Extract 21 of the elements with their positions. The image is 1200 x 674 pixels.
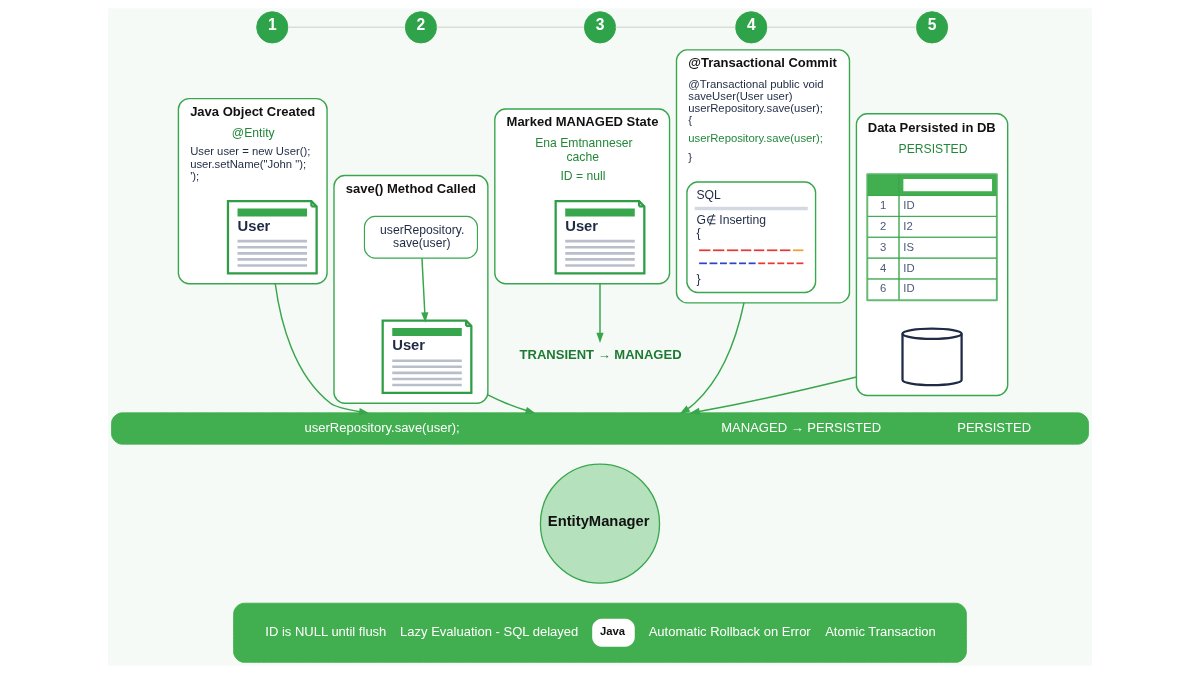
arrow — [421, 257, 429, 323]
node-circle: EntityManager — [539, 463, 661, 584]
arrow — [679, 302, 745, 414]
arrow — [596, 283, 604, 344]
node-box: userRepository. save(user) — [363, 215, 478, 259]
arrow — [274, 283, 370, 416]
connector — [766, 26, 917, 29]
node-circle: 2 — [404, 11, 437, 44]
node-text: TRANSIENT → MANAGED — [519, 346, 682, 362]
connector — [435, 26, 585, 29]
node-circle: 5 — [915, 11, 949, 44]
node-circle: 3 — [583, 11, 617, 44]
arrow — [487, 394, 536, 414]
node-circle: 4 — [735, 11, 768, 44]
arrow — [689, 376, 858, 415]
connector — [287, 26, 406, 29]
node-box: ID is NULL until flush Lazy Evaluation - SQL delayed Java Automatic Rollback on Error Atomic Transaction — [233, 602, 967, 663]
node-box: SQL G∉ Inserting { } — [686, 181, 817, 294]
connector — [614, 26, 737, 29]
node-box: userRepository.save(user); MANAGED → PERSISTED PERSISTED — [111, 412, 1089, 445]
node-circle: 1 — [256, 11, 289, 44]
